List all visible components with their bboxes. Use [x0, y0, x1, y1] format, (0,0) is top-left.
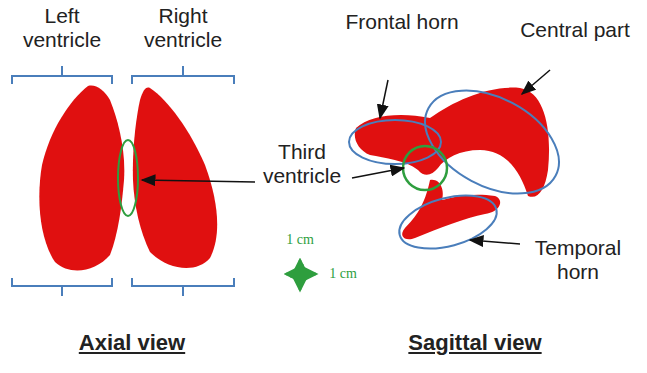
part-name: Left ventricle [7, 4, 117, 52]
third-ventricle-outline [403, 146, 447, 190]
part-name: Temporal horn [523, 236, 633, 284]
temporal-horn-outline [393, 186, 502, 258]
leader-line [352, 70, 550, 244]
scale-bar [286, 260, 316, 290]
part-name: Third ventricle [250, 140, 355, 188]
right-ventricle-shape [133, 88, 217, 269]
dimension: 1 cm [286, 232, 314, 248]
dimension: 1 cm [329, 266, 357, 282]
view-title: Sagittal view [408, 330, 541, 355]
part-name: Frontal horn [337, 10, 467, 34]
part-name: Central part [515, 18, 635, 42]
lateral-ventricle-shape [355, 88, 549, 197]
part-name: Right ventricle [128, 4, 238, 52]
frontal-horn-outline [349, 120, 441, 164]
view-title: Axial view [79, 330, 185, 355]
central-part-outline [408, 69, 576, 214]
third-ventricle-outline [118, 140, 138, 216]
leader-line [142, 180, 255, 182]
left-ventricle-shape [39, 86, 124, 271]
